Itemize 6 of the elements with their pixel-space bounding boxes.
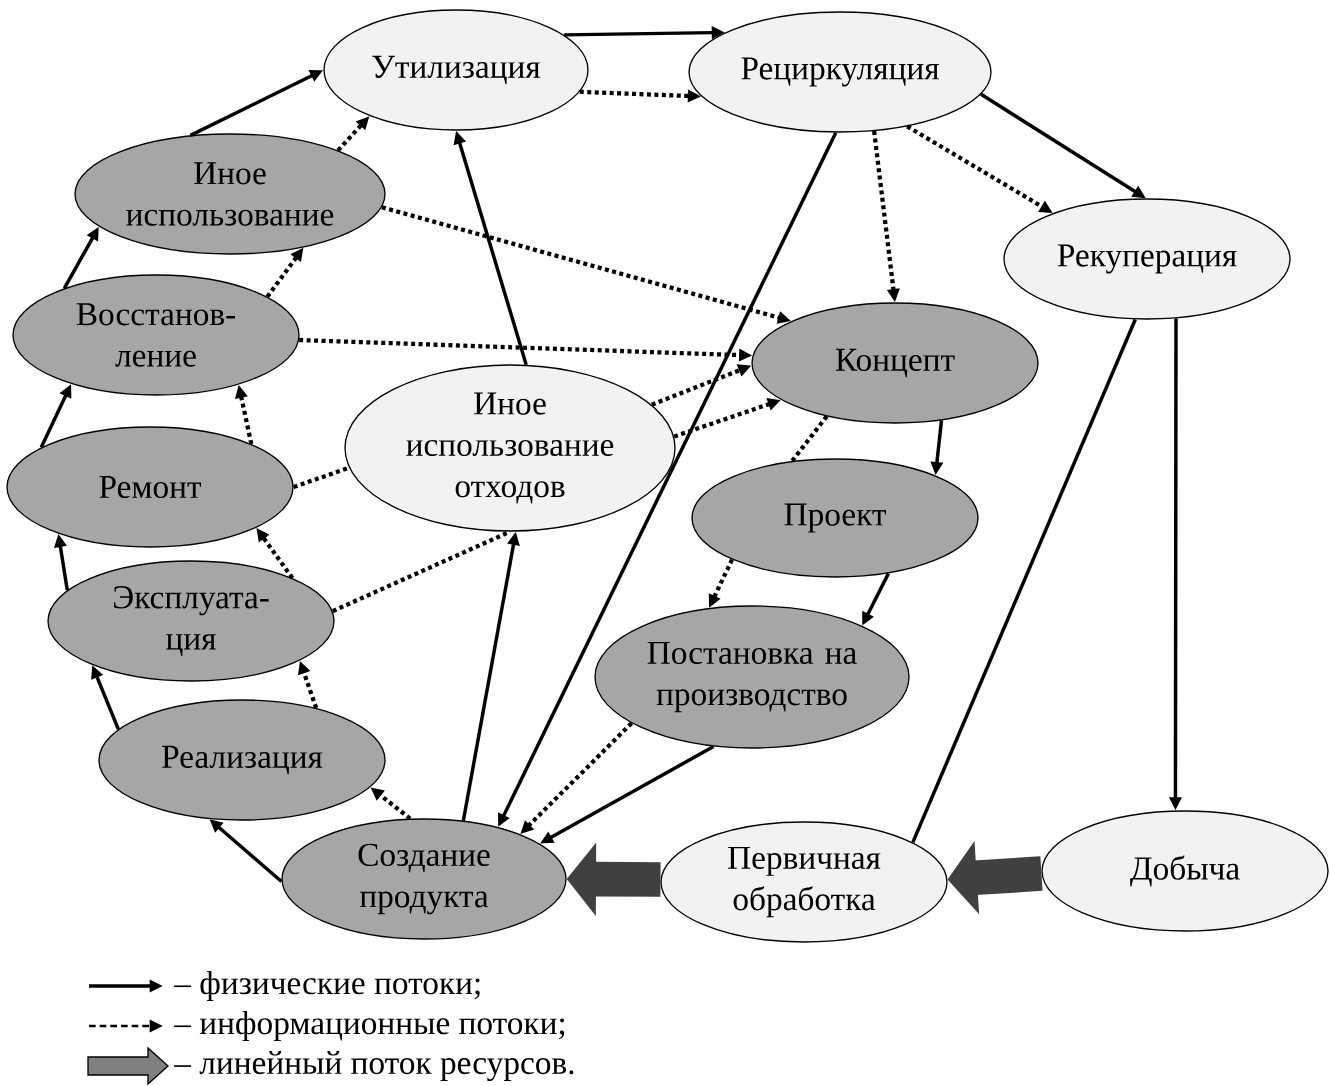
connector-line (292, 465, 350, 490)
legend-text: – линейный поток ресурсов. (174, 1051, 574, 1081)
legend-text: – информационные потоки; (174, 1010, 565, 1042)
connector-line (911, 318, 1137, 844)
connector-line (790, 415, 829, 463)
legend-text: – физические потоки; (174, 970, 480, 1002)
